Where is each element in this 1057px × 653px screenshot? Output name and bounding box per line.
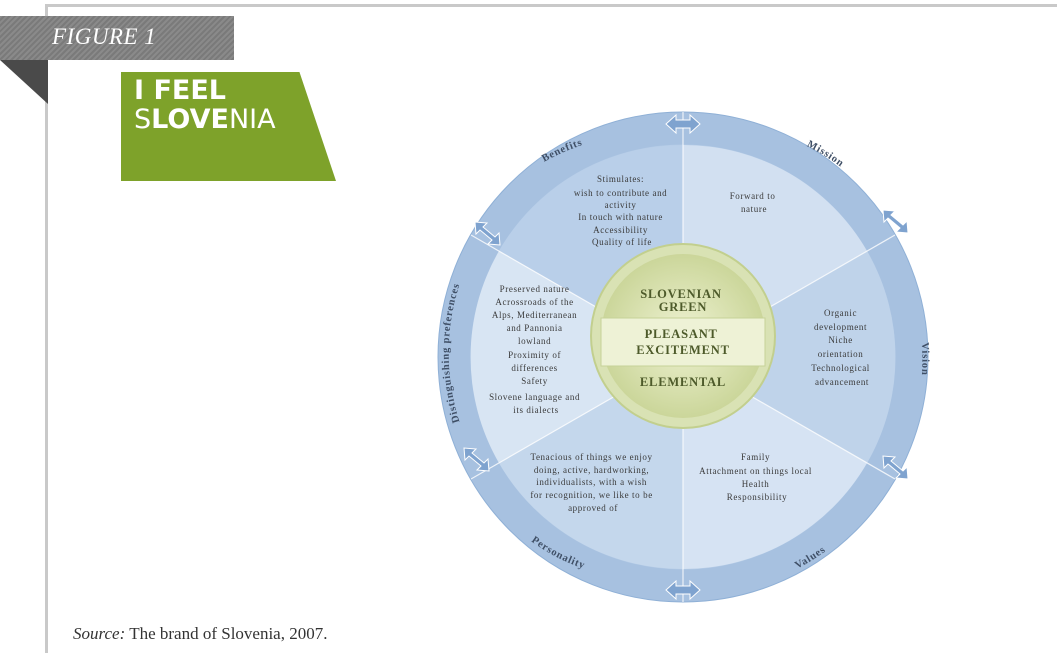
figure-label: FIGURE 1 bbox=[52, 24, 157, 49]
double-arrow-icon bbox=[665, 579, 701, 601]
double-arrow-icon bbox=[665, 113, 701, 135]
ring-label-vision: Vision bbox=[919, 342, 931, 376]
core-band bbox=[600, 317, 766, 367]
segment-text-distinguishing-preferences: Preserved nature Acrossroads of the Alps… bbox=[489, 284, 583, 415]
frame-left-rule bbox=[45, 4, 48, 653]
frame-top-rule bbox=[45, 4, 1057, 7]
i-feel-slovenia-logo: I FEEL SLOVENIA bbox=[121, 72, 336, 181]
segment-text-mission: Forward to nature bbox=[730, 191, 779, 214]
core-text-top: SLOVENIAN GREEN bbox=[640, 287, 725, 314]
ring-arrows bbox=[463, 113, 909, 601]
core-text-bottom: ELEMENTAL bbox=[640, 375, 726, 389]
double-arrow-icon bbox=[882, 209, 909, 234]
double-arrow-icon bbox=[463, 447, 490, 472]
logo-line-2: SLOVENIA bbox=[134, 104, 276, 135]
source-caption: Source: The brand of Slovenia, 2007. bbox=[73, 624, 328, 643]
figure-tab bbox=[0, 16, 234, 60]
segment-text-vision: Organic development Niche orientation Te… bbox=[811, 308, 873, 387]
segment-vision bbox=[683, 251, 896, 463]
core-text-middle: PLEASANT EXCITEMENT bbox=[636, 327, 729, 357]
segment-distinguishing bbox=[470, 251, 683, 463]
double-arrow-icon bbox=[882, 455, 909, 480]
segment-text-personality: Tenacious of things we enjoy doing, acti… bbox=[530, 452, 655, 513]
logo-line-1: I FEEL bbox=[134, 75, 226, 106]
double-arrow-icon bbox=[474, 221, 501, 246]
segment-text-values: Family Attachment on things local Health… bbox=[699, 452, 815, 502]
figure-tab-fold bbox=[0, 60, 48, 104]
segment-text-benefits: Stimulates: wish to contribute and activ… bbox=[574, 174, 670, 247]
